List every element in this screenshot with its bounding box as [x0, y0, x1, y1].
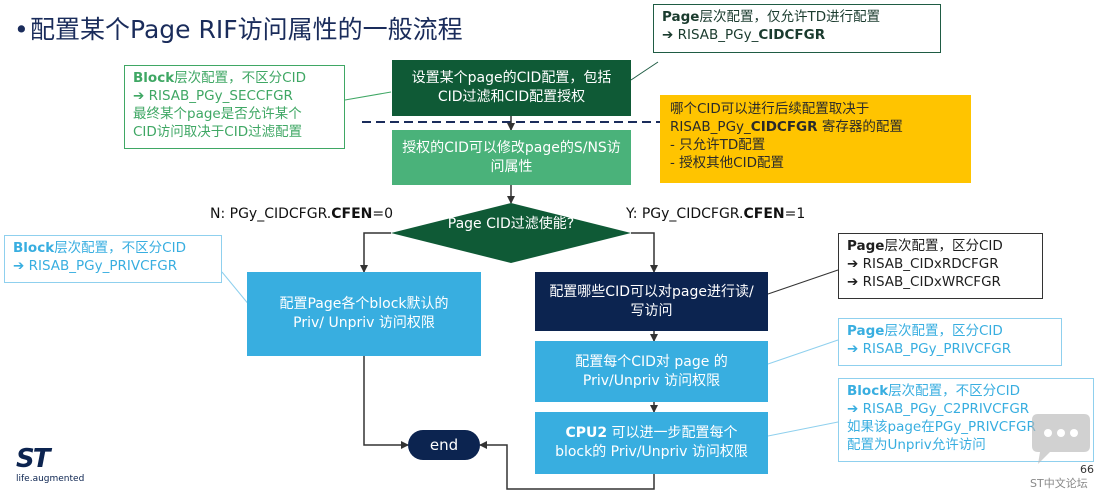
decision-diamond	[391, 203, 631, 263]
st-logo: ST life.augmented	[16, 444, 96, 484]
callout-top-right	[630, 61, 659, 81]
note-block-c2privcfgr-line3: 如果该page在PGy_PRIVCFGR	[847, 419, 1036, 435]
arrow-decision-no	[360, 232, 391, 273]
note-block-seccfgr-line2: ➔ RISAB_PGy_SECCFGR	[133, 88, 293, 104]
arrow-decision-yes	[631, 232, 658, 273]
step-cid-priv-access-label: 配置每个CID对 page 的Priv/Unpriv 访问权限	[575, 353, 728, 389]
page-title: •配置某个Page RIF访问属性的一般流程	[14, 10, 463, 46]
step-set-cid-config-label: 设置某个page的CID配置，包括CID过滤和CID配置授权	[411, 70, 612, 105]
note-page-rdwrcfgr-line3: ➔ RISAB_CIDxWRCFGR	[847, 274, 1001, 290]
callout-blue2	[767, 339, 839, 365]
note-page-privcfgr: Page层次配置，区分CID ➔ RISAB_PGy_PRIVCFGR	[838, 318, 1062, 366]
note-block-privcfgr-line2: ➔ RISAB_PGy_PRIVCFGR	[13, 258, 178, 274]
branch-yes-label: Y: PGy_CIDCFGR.CFEN=1	[626, 206, 806, 222]
step-cpu2-block-priv-label: CPU2 可以进一步配置每个block的 Priv/Unpriv 访问权限	[555, 425, 748, 460]
note-block-privcfgr: Block层次配置，不区分CID ➔ RISAB_PGy_PRIVCFGR	[4, 235, 222, 283]
end-terminal: end	[408, 430, 480, 460]
forum-watermark: ST中文论坛	[1030, 477, 1088, 490]
chat-bubble-icon	[1032, 414, 1090, 464]
callout-blue3	[767, 421, 839, 437]
step-set-cid-config: 设置某个page的CID配置，包括CID过滤和CID配置授权	[392, 60, 631, 116]
note-page-privcfgr-line2: ➔ RISAB_PGy_PRIVCFGR	[847, 341, 1012, 357]
step-cid-rw-access: 配置哪些CID可以对page进行读/写访问	[535, 272, 768, 331]
note-block-seccfgr-line1: Block层次配置，不区分CID	[133, 70, 306, 86]
st-logo-mark: ST	[16, 444, 50, 474]
note-block-seccfgr-line3: 最终某个page是否允许某个	[133, 106, 302, 122]
note-page-cidcfgr-line1: Page层次配置，仅允许TD进行配置	[662, 9, 881, 25]
note-cidcfgr-explain: 哪个CID可以进行后续配置取决于 RISAB_PGy_CIDCFGR 寄存器的配…	[660, 95, 971, 183]
note-page-cidcfgr: Page层次配置，仅允许TD进行配置 ➔ RISAB_PGy_CIDCFGR	[653, 4, 941, 53]
note-cidcfgr-explain-line4: - 授权其他CID配置	[670, 155, 784, 171]
decision-label: Page CID过滤使能?	[447, 216, 575, 232]
note-block-c2privcfgr-line1: Block层次配置，不区分CID	[847, 383, 1020, 399]
callout-black	[767, 269, 839, 295]
note-cidcfgr-explain-line3: - 只允许TD配置	[670, 137, 766, 153]
st-logo-tagline: life.augmented	[16, 474, 85, 484]
note-block-c2privcfgr-line2: ➔ RISAB_PGy_C2PRIVCFGR	[847, 401, 1030, 417]
callout-left-green	[344, 91, 392, 101]
note-block-privcfgr-line1: Block层次配置，不区分CID	[13, 240, 186, 256]
arrow-left-end	[363, 356, 409, 449]
note-cidcfgr-explain-line2: RISAB_PGy_CIDCFGR 寄存器的配置	[670, 119, 903, 135]
note-block-seccfgr-line4: CID访问取决于CID过滤配置	[133, 124, 303, 140]
step-block-default-priv-label: 配置Page各个block默认的Priv/ Unpriv 访问权限	[279, 296, 449, 331]
note-cidcfgr-explain-line1: 哪个CID可以进行后续配置取决于	[670, 101, 870, 117]
title-bullet: •	[14, 15, 29, 44]
end-label: end	[429, 436, 459, 454]
callout-left-blue	[221, 271, 251, 307]
note-block-seccfgr: Block层次配置，不区分CID ➔ RISAB_PGy_SECCFGR 最终某…	[124, 65, 345, 149]
arrow-right3-end	[479, 441, 655, 490]
note-block-c2privcfgr-line4: 配置为Unpriv允许访问	[847, 437, 986, 453]
note-page-cidcfgr-line2: ➔ RISAB_PGy_CIDCFGR	[662, 27, 826, 43]
note-page-privcfgr-line1: Page层次配置，区分CID	[847, 323, 1003, 339]
title-text: 配置某个Page RIF访问属性的一般流程	[30, 15, 463, 44]
step-cid-rw-access-label: 配置哪些CID可以对page进行读/写访问	[549, 283, 754, 319]
note-page-rdwrcfgr-line1: Page层次配置，区分CID	[847, 238, 1003, 254]
step-cpu2-block-priv: CPU2 可以进一步配置每个block的 Priv/Unpriv 访问权限	[535, 412, 768, 474]
page-number: 66	[1080, 463, 1094, 476]
branch-no-label: N: PGy_CIDCFGR.CFEN=0	[210, 206, 394, 222]
step-authorized-cid: 授权的CID可以修改page的S/NS访问属性	[392, 130, 631, 185]
step-authorized-cid-label: 授权的CID可以修改page的S/NS访问属性	[402, 139, 621, 175]
step-cid-priv-access: 配置每个CID对 page 的Priv/Unpriv 访问权限	[535, 341, 768, 402]
step-block-default-priv: 配置Page各个block默认的Priv/ Unpriv 访问权限	[247, 272, 481, 356]
note-page-rdwrcfgr: Page层次配置，区分CID ➔ RISAB_CIDxRDCFGR ➔ RISA…	[838, 233, 1043, 299]
note-page-rdwrcfgr-line2: ➔ RISAB_CIDxRDCFGR	[847, 256, 999, 272]
